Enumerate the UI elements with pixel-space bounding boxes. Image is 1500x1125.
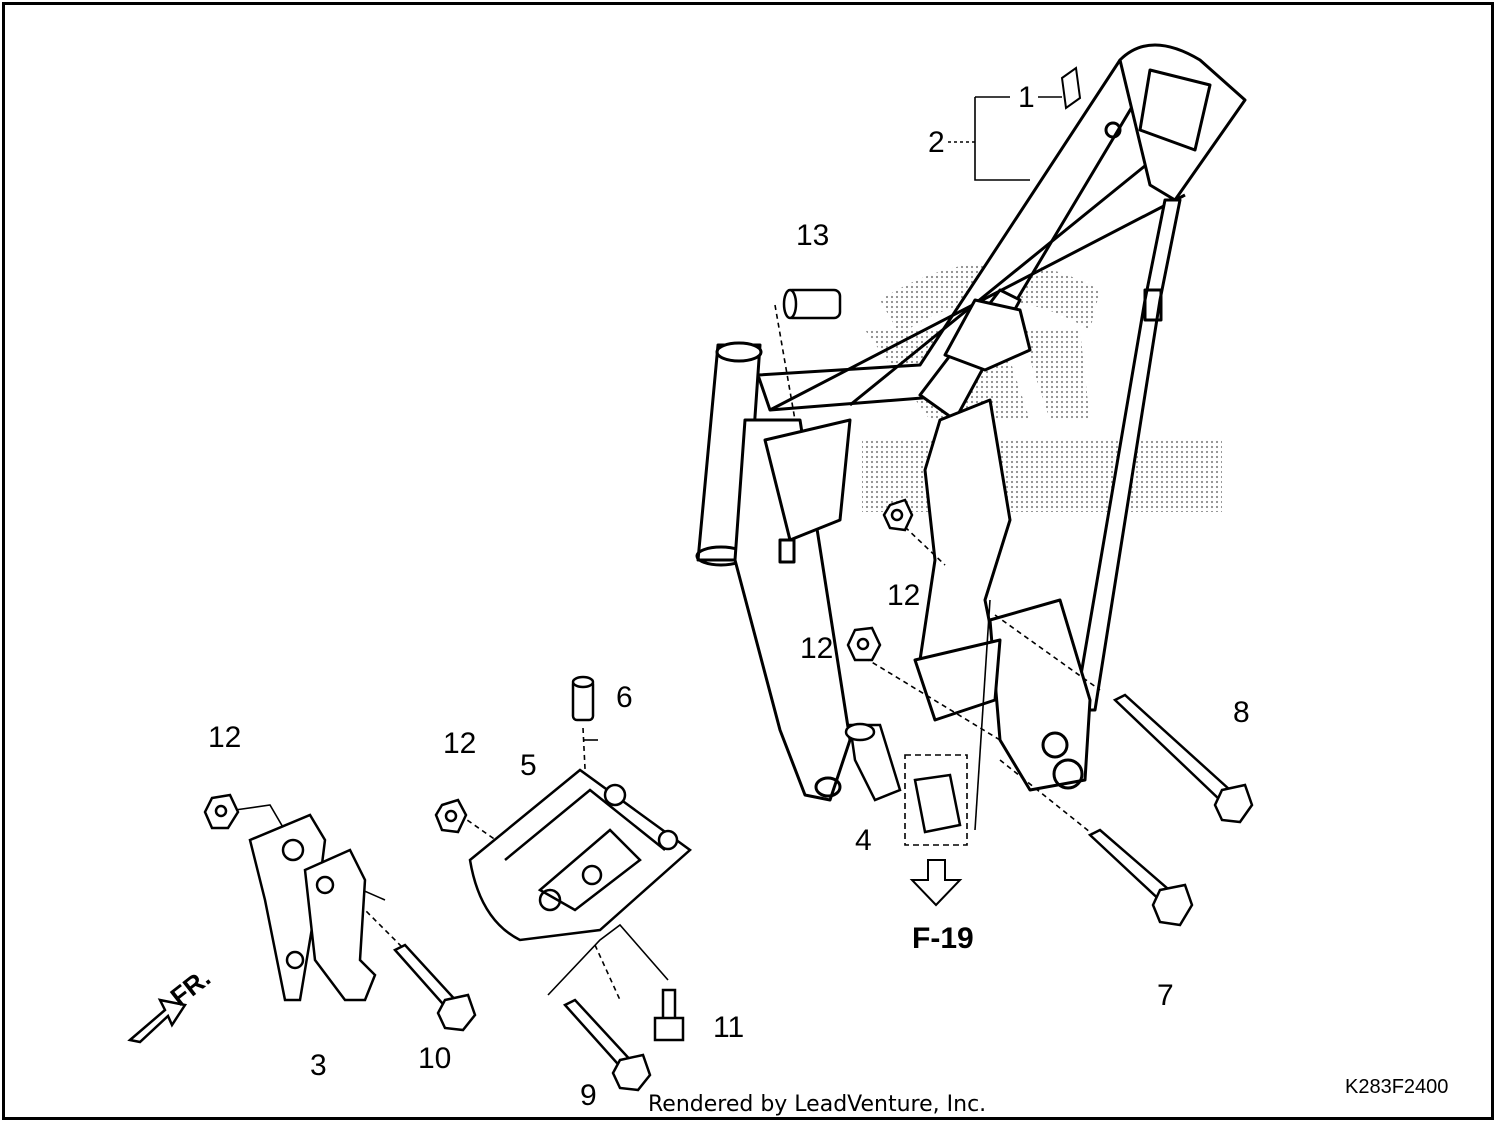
- bolt-part-6: [571, 675, 595, 722]
- leader-lines: [234, 96, 1101, 1001]
- callout-9: 9: [580, 1079, 597, 1112]
- callout-5: 5: [520, 749, 537, 782]
- skid-plate-part-5: [468, 768, 692, 942]
- main-frame-part-2: [695, 43, 1247, 802]
- bolt-part-7: [1087, 828, 1194, 927]
- callout-12-b: 12: [800, 632, 833, 665]
- callout-12-d: 12: [443, 727, 476, 760]
- f19-reference-box: [904, 754, 968, 907]
- callout-10: 10: [418, 1042, 451, 1075]
- callout-1: 1: [1018, 81, 1035, 114]
- callout-13: 13: [796, 219, 829, 252]
- reference-f19: F-19: [912, 922, 974, 955]
- bracket-part-3: [248, 813, 377, 1002]
- drawing-code: K283F2400: [1345, 1076, 1448, 1098]
- callout-8: 8: [1233, 696, 1250, 729]
- callout-6: 6: [616, 681, 633, 714]
- emblem-part-1: [1060, 66, 1082, 110]
- callout-2: 2: [928, 126, 945, 159]
- bolt-part-11: [653, 988, 685, 1042]
- bolt-part-8: [1112, 693, 1254, 824]
- callout-7: 7: [1157, 979, 1174, 1012]
- nut-part-12: [203, 498, 914, 834]
- callout-11: 11: [713, 1011, 744, 1044]
- credit-text: Rendered by LeadVenture, Inc.: [648, 1092, 987, 1117]
- bolt-part-9: [562, 998, 652, 1092]
- callout-3: 3: [310, 1049, 327, 1082]
- collar-part-13: [782, 288, 842, 320]
- callout-4: 4: [855, 824, 872, 857]
- callout-12-c: 12: [208, 721, 241, 754]
- bushing-part-4: [844, 722, 902, 802]
- front-direction-arrow: [127, 998, 188, 1044]
- callout-12-a: 12: [887, 579, 920, 612]
- bolt-part-10: [392, 943, 477, 1032]
